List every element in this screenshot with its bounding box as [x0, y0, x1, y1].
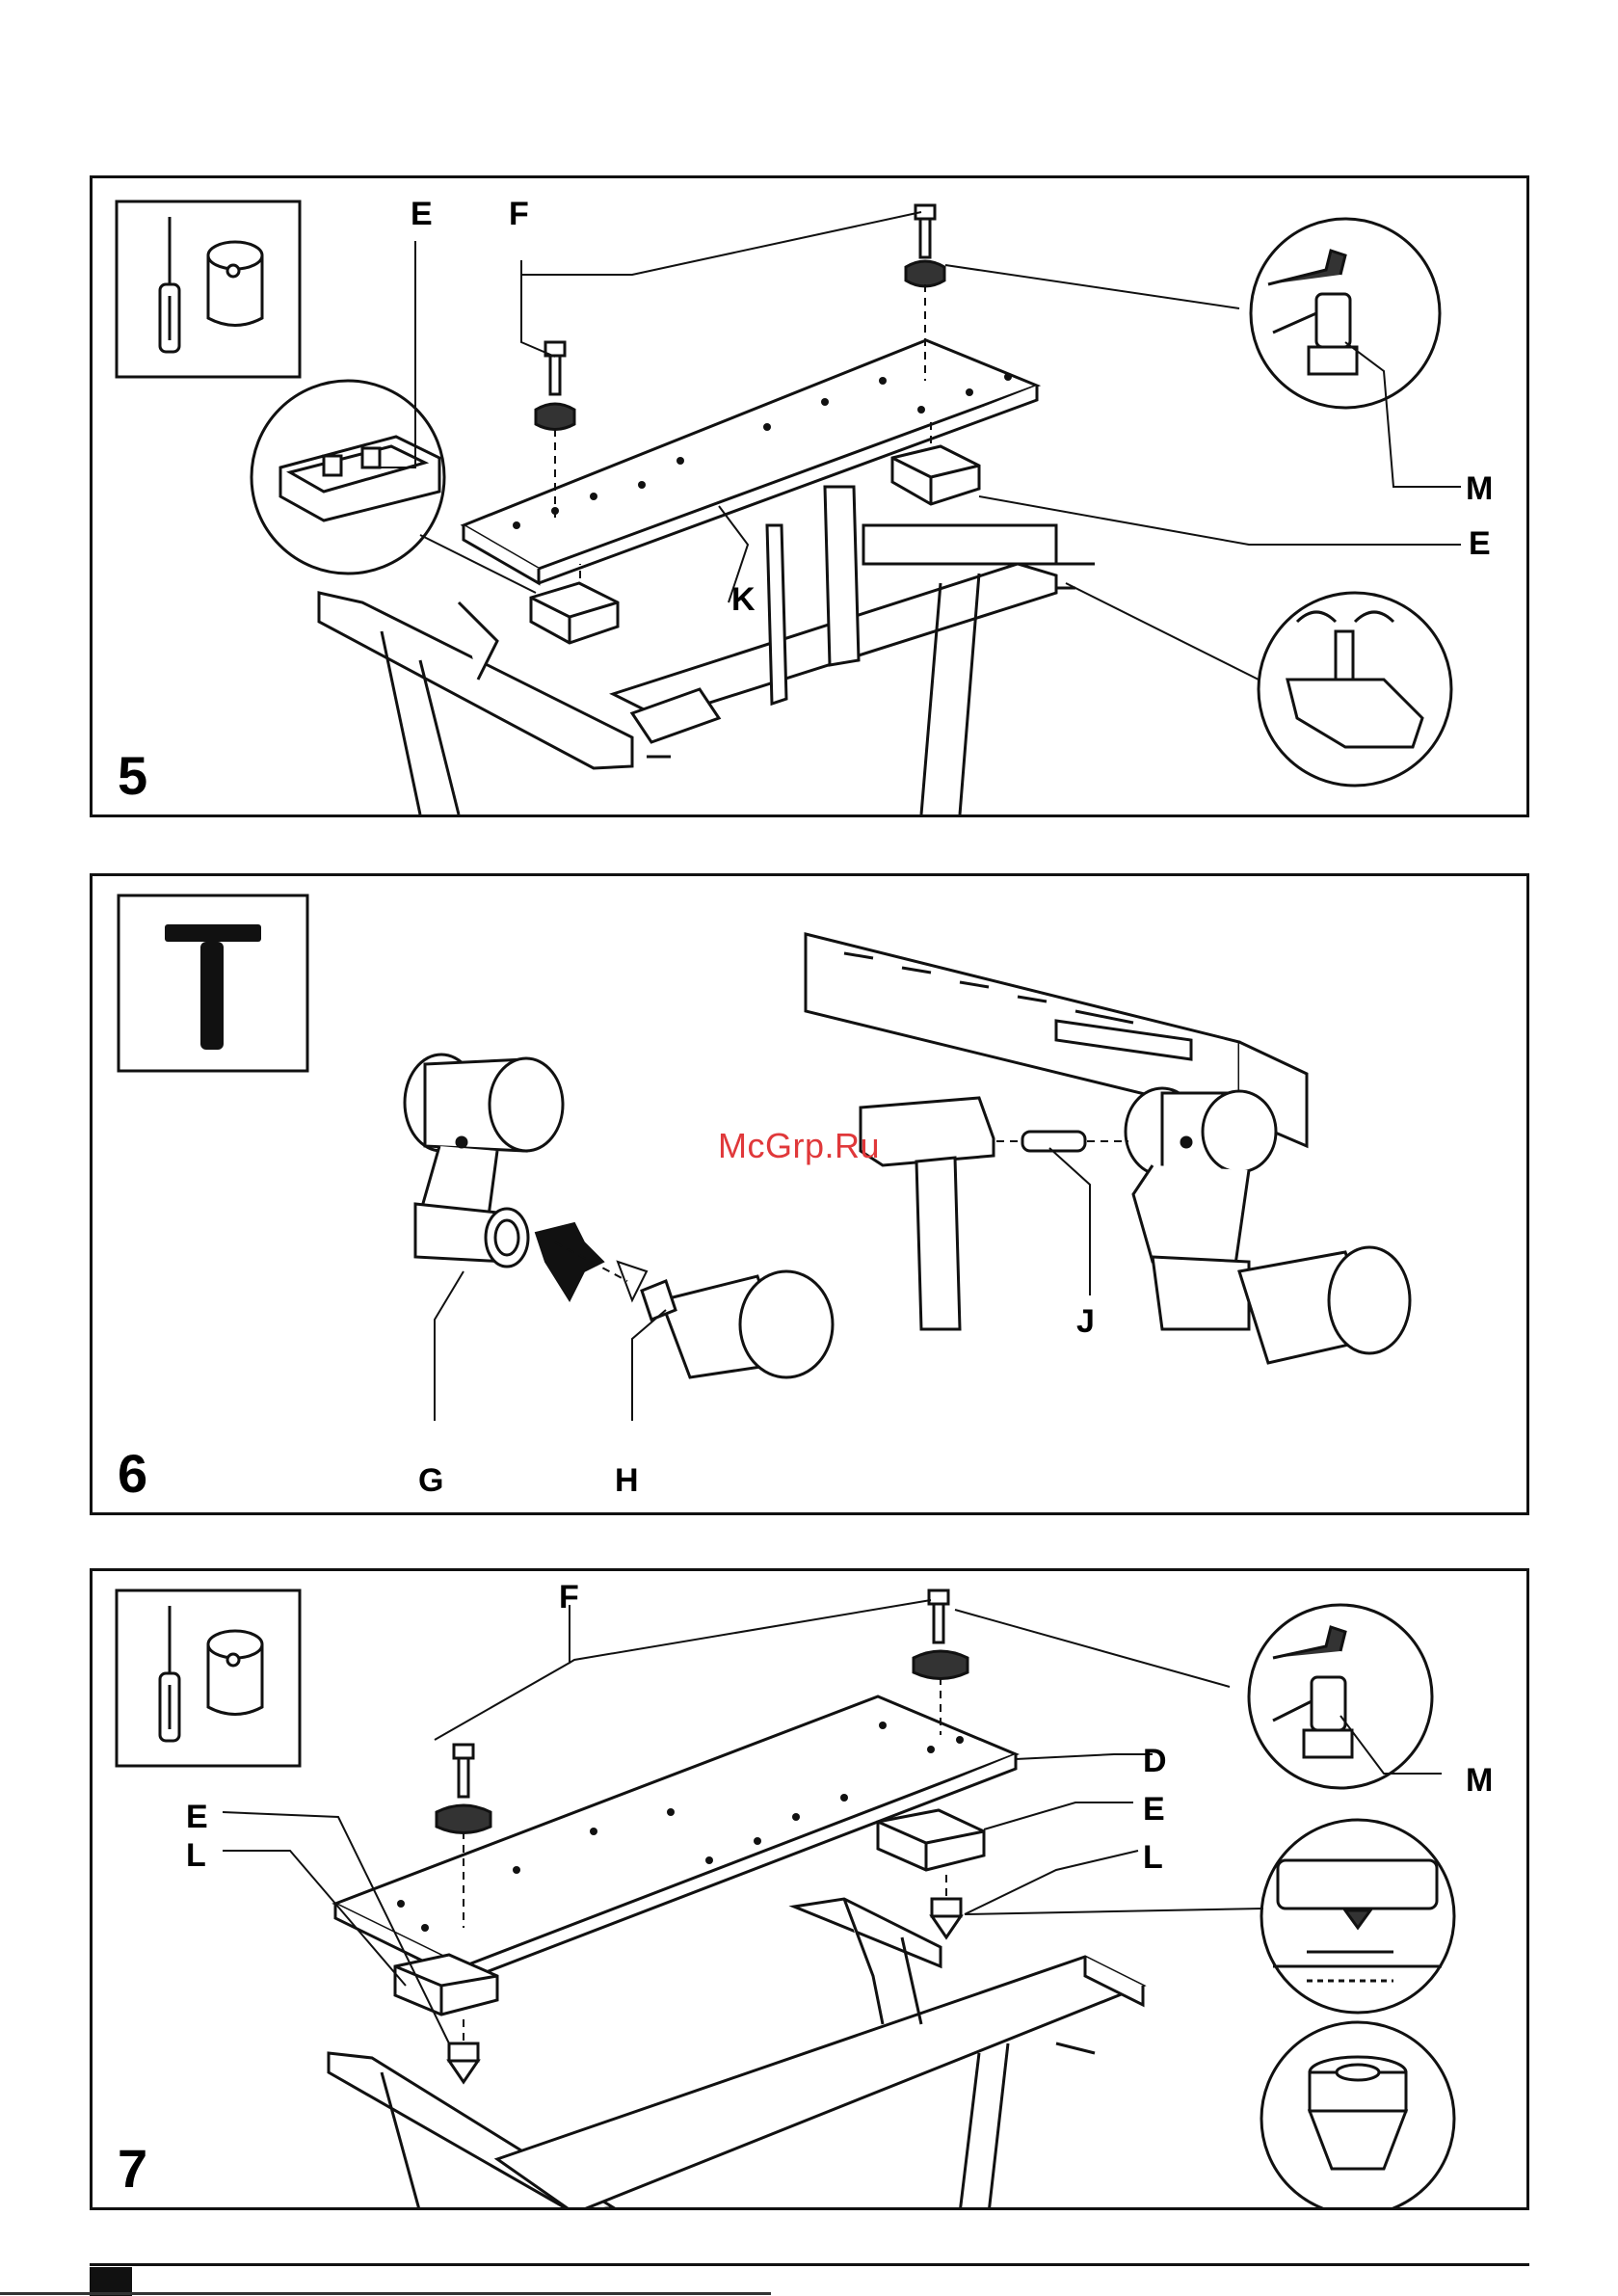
spacer-icon [208, 242, 262, 326]
zoom-circle-wrench [1251, 219, 1440, 408]
workbench-frame [319, 487, 1095, 814]
callout-e-right: E [1143, 1793, 1165, 1826]
callout-h: H [615, 1464, 639, 1497]
callout-l-right: L [1143, 1841, 1163, 1874]
callout-f: F [559, 1581, 579, 1614]
screwdriver-icon [160, 1606, 179, 1741]
handle-crank-right [1126, 1088, 1410, 1363]
bottom-rule [90, 2263, 1529, 2266]
zoom-circle-alignment [1261, 1820, 1454, 2013]
callout-m: M [1466, 1764, 1493, 1797]
hammer-icon [165, 924, 261, 1050]
figure-7-panel: F D E L M E L 7 [90, 1568, 1529, 2210]
callout-m: M [1466, 472, 1493, 505]
callout-e-top: E [411, 198, 433, 230]
edge-rule [0, 2292, 771, 2295]
callout-l-left: L [186, 1839, 206, 1872]
figure-5-illustration [93, 178, 1529, 817]
figure-number: 5 [118, 749, 147, 803]
roll-pin [1022, 1132, 1085, 1151]
zoom-circle-nut [1259, 593, 1451, 786]
callout-g: G [418, 1464, 443, 1497]
screwdriver-icon [160, 217, 179, 352]
callout-f: F [509, 198, 529, 230]
figure-5-panel: E F K M E 5 [90, 175, 1529, 817]
figure-6-panel: G H J 6 [90, 873, 1529, 1515]
figure-number: 6 [118, 1447, 147, 1501]
figure-6-illustration [93, 876, 1529, 1515]
callout-k: K [731, 583, 756, 616]
figure-7-illustration [93, 1571, 1529, 2210]
spacer-icon [208, 1631, 262, 1715]
zoom-circle-wrench [1249, 1605, 1432, 1788]
callout-d: D [1143, 1745, 1167, 1777]
knob [642, 1271, 833, 1377]
hammer-tool [861, 1098, 994, 1329]
watermark: McGrp.Ru [718, 1126, 880, 1166]
callout-e-right: E [1469, 527, 1491, 560]
callout-j: J [1076, 1305, 1095, 1338]
callout-e-left: E [186, 1801, 208, 1833]
figure-number: 7 [118, 2142, 147, 2196]
zoom-circle-nut [1261, 2022, 1454, 2210]
